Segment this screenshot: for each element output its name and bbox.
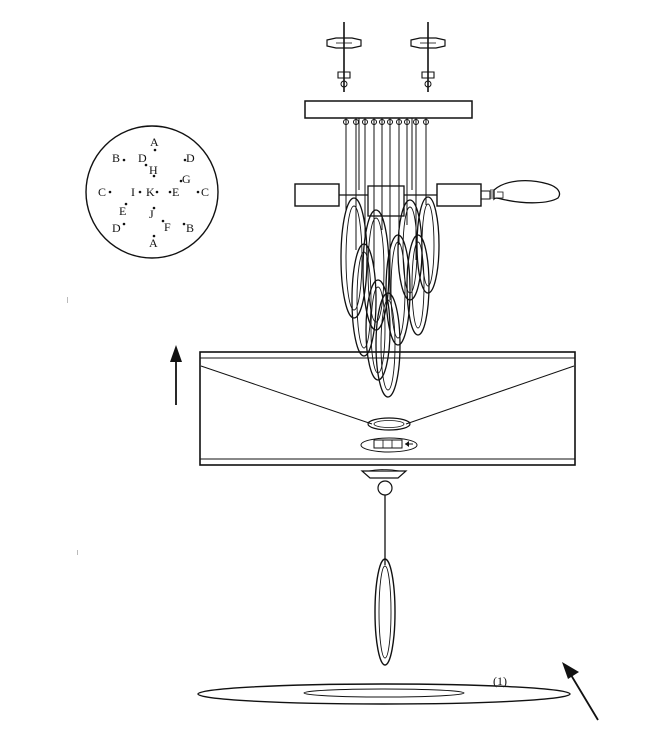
hole-map-outline	[85, 125, 219, 259]
bottom-finial	[360, 469, 408, 666]
arrow-diagonal-icon	[562, 662, 599, 721]
mounting-bolt-left	[326, 22, 362, 92]
drum-shade	[199, 351, 576, 466]
finial-ball	[377, 480, 393, 496]
hole-label-e-left: E	[119, 204, 126, 218]
shade-center-opening	[367, 417, 411, 431]
hole-label-k: K	[146, 185, 155, 199]
hole-dots	[108, 148, 200, 238]
arrow-up-icon	[170, 345, 182, 405]
mounting-bolt-right	[410, 22, 446, 92]
socket-right	[436, 183, 482, 207]
diffuser-outer	[197, 683, 571, 705]
glass-ring	[416, 196, 440, 294]
hole-label-e-right: E	[172, 185, 179, 199]
hole-label-h: H	[149, 163, 158, 177]
wire-clips	[343, 119, 429, 125]
glass-ring-cluster	[340, 196, 440, 398]
hole-label-j: J	[149, 207, 154, 221]
diffuser-inner	[303, 688, 465, 698]
hole-label-c-left: C	[98, 185, 106, 199]
glass-ring	[351, 243, 377, 357]
socket-assembly	[294, 179, 561, 217]
socket-center-block	[367, 185, 405, 217]
shade-lock-clip	[373, 439, 403, 449]
hole-label-a-top: A	[150, 135, 159, 149]
bottom-glass-ring	[374, 558, 396, 666]
hole-label-g: G	[182, 172, 191, 186]
hole-label-b-left: B	[112, 151, 120, 165]
step-label: (1)	[493, 674, 507, 688]
shade-lock-ring	[360, 437, 418, 453]
ceiling-plate	[304, 100, 473, 119]
hole-label-i: I	[131, 185, 135, 199]
hole-label-d-2: D	[186, 151, 195, 165]
socket-left	[294, 183, 340, 207]
hole-label-b-right: B	[186, 221, 194, 235]
hole-map: A B D D H G C I K E C E J D F B A	[85, 125, 219, 259]
scan-specks	[67, 297, 78, 555]
hanging-wires	[345, 118, 427, 300]
bottom-diffuser: (1)	[197, 674, 571, 705]
hole-label-d-3: D	[112, 221, 121, 235]
hole-label-c-right: C	[201, 185, 209, 199]
candle-bulb	[493, 179, 561, 204]
hole-label-f: F	[164, 220, 171, 234]
hole-label-a-bottom: A	[149, 236, 158, 250]
hole-label-d-1: D	[138, 151, 147, 165]
rotate-arrow-icon	[405, 441, 409, 447]
shade-outline	[199, 351, 576, 466]
